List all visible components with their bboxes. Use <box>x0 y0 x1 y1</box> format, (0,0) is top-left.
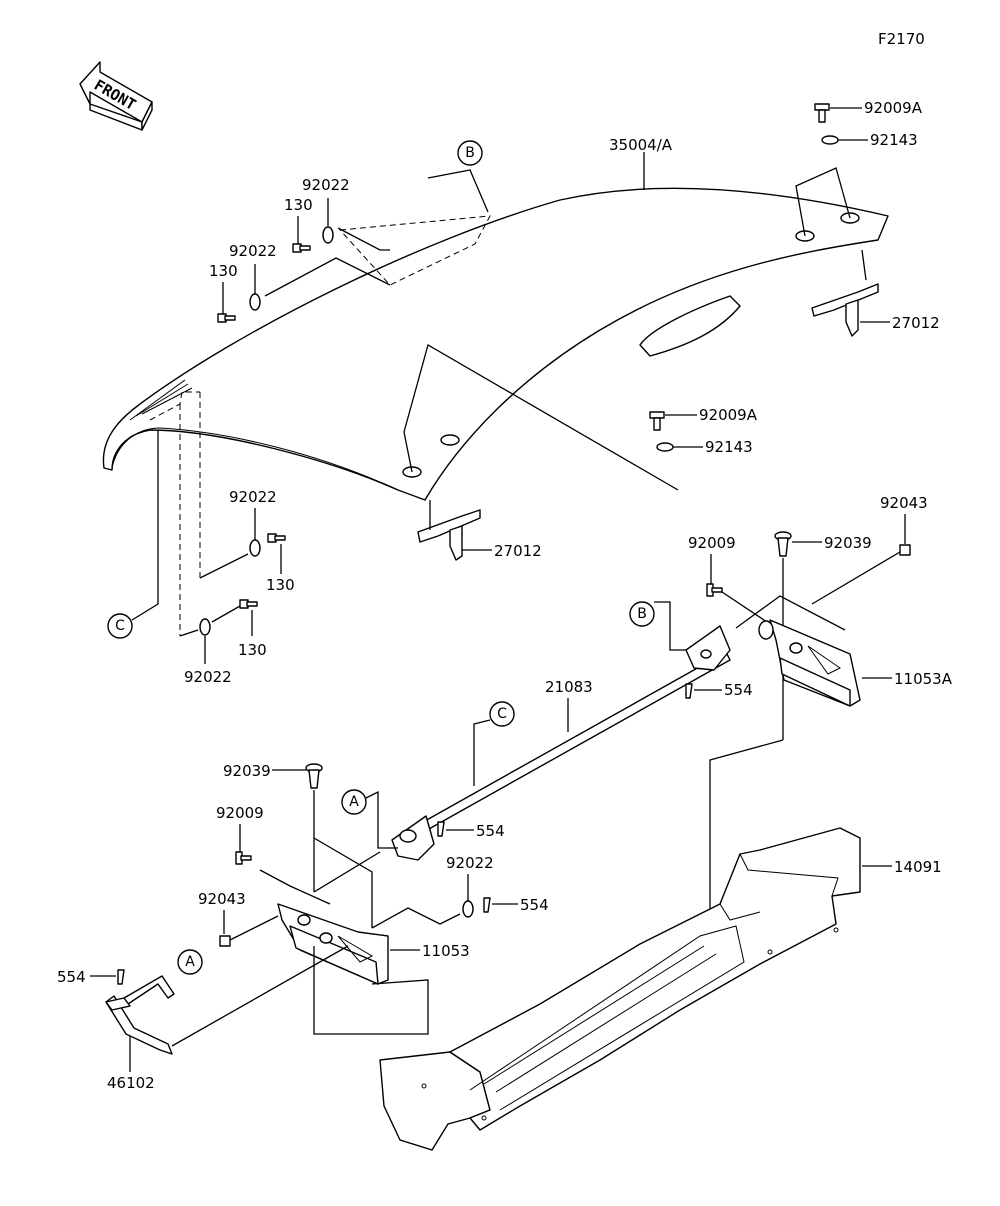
label-92022-b: 92022 <box>229 242 277 260</box>
bolt-130-d <box>239 599 258 609</box>
screw-92009A-middle <box>649 411 665 431</box>
bolt-130-b <box>217 313 236 323</box>
washer-92022-e <box>462 900 474 918</box>
bolt-130-c <box>267 533 286 543</box>
callout-a-lower-text: A <box>185 954 195 970</box>
label-554-a: 554 <box>724 681 753 699</box>
clip-92039-left <box>305 763 323 789</box>
label-130-c: 130 <box>266 576 295 594</box>
pin-554-b <box>437 821 445 837</box>
callout-a-lower <box>177 949 203 975</box>
label-27012-left: 27012 <box>494 542 542 560</box>
hidden-mount-outline <box>338 215 491 286</box>
callout-c-lower <box>489 701 515 727</box>
callout-a-middle <box>341 789 367 815</box>
pin-554-a <box>685 683 693 699</box>
washer-92022-d <box>199 618 211 636</box>
label-92022-c: 92022 <box>229 488 277 506</box>
tray-14091 <box>379 827 861 1151</box>
label-92043-left: 92043 <box>198 890 246 908</box>
screw-92009A-top <box>814 103 830 123</box>
label-92043-right: 92043 <box>880 494 928 512</box>
clip-92039-right <box>774 531 792 557</box>
callout-b-lower <box>629 601 655 627</box>
washer-92022-a <box>322 226 334 244</box>
label-92039-left: 92039 <box>223 762 271 780</box>
callout-c-left-text: C <box>115 618 125 634</box>
front-arrow-icon: FRONT <box>79 61 153 131</box>
label-46102: 46102 <box>107 1074 155 1092</box>
callout-b-top <box>457 140 483 166</box>
label-92022-a: 92022 <box>302 176 350 194</box>
bracket-11053A <box>758 619 861 707</box>
screw-92009-left <box>235 851 252 865</box>
bracket-27012-left <box>417 509 481 561</box>
grommet-92143-top <box>821 135 839 145</box>
grommet-92143-middle <box>656 442 674 452</box>
label-130-b: 130 <box>209 262 238 280</box>
label-11053: 11053 <box>422 942 470 960</box>
label-130-a: 130 <box>284 196 313 214</box>
bracket-27012-right <box>811 283 879 337</box>
bolt-92043-left <box>219 935 231 947</box>
label-27012-right: 27012 <box>892 314 940 332</box>
label-14091: 14091 <box>894 858 942 876</box>
label-92009A-top: 92009A <box>864 99 923 117</box>
figure-code: F2170 <box>878 30 925 48</box>
label-554-d: 554 <box>57 968 86 986</box>
bolt-92043-right <box>899 544 911 556</box>
label-554-b: 554 <box>476 822 505 840</box>
callout-b-top-text: B <box>465 145 475 161</box>
label-92143-top: 92143 <box>870 131 918 149</box>
label-92039-right: 92039 <box>824 534 872 552</box>
label-554-c: 554 <box>520 896 549 914</box>
label-130-d: 130 <box>238 641 267 659</box>
bracket-11053 <box>277 903 389 985</box>
label-92022-d: 92022 <box>184 668 232 686</box>
callout-a-middle-text: A <box>349 794 359 810</box>
callout-b-lower-text: B <box>637 606 647 622</box>
label-92022-e: 92022 <box>446 854 494 872</box>
label-92143-middle: 92143 <box>705 438 753 456</box>
pin-554-c <box>483 897 491 913</box>
label-35004A: 35004/A <box>609 136 673 154</box>
label-21083: 21083 <box>545 678 593 696</box>
pin-554-d <box>117 969 125 985</box>
callout-c-lower-text: C <box>497 706 507 722</box>
hidden-front-outline <box>149 391 200 421</box>
seat-cover-part <box>102 187 889 501</box>
callout-c-left <box>107 613 133 639</box>
label-11053A: 11053A <box>894 670 953 688</box>
bolt-130-a <box>292 243 311 253</box>
label-92009A-middle: 92009A <box>699 406 758 424</box>
rod-46102 <box>105 975 175 1055</box>
label-92009-left: 92009 <box>216 804 264 822</box>
label-92009-right: 92009 <box>688 534 736 552</box>
hidden-front-lines <box>179 392 201 636</box>
rod-21083 <box>391 625 731 861</box>
screw-92009-right <box>706 583 723 597</box>
washer-92022-c <box>249 539 261 557</box>
washer-92022-b <box>249 293 261 311</box>
